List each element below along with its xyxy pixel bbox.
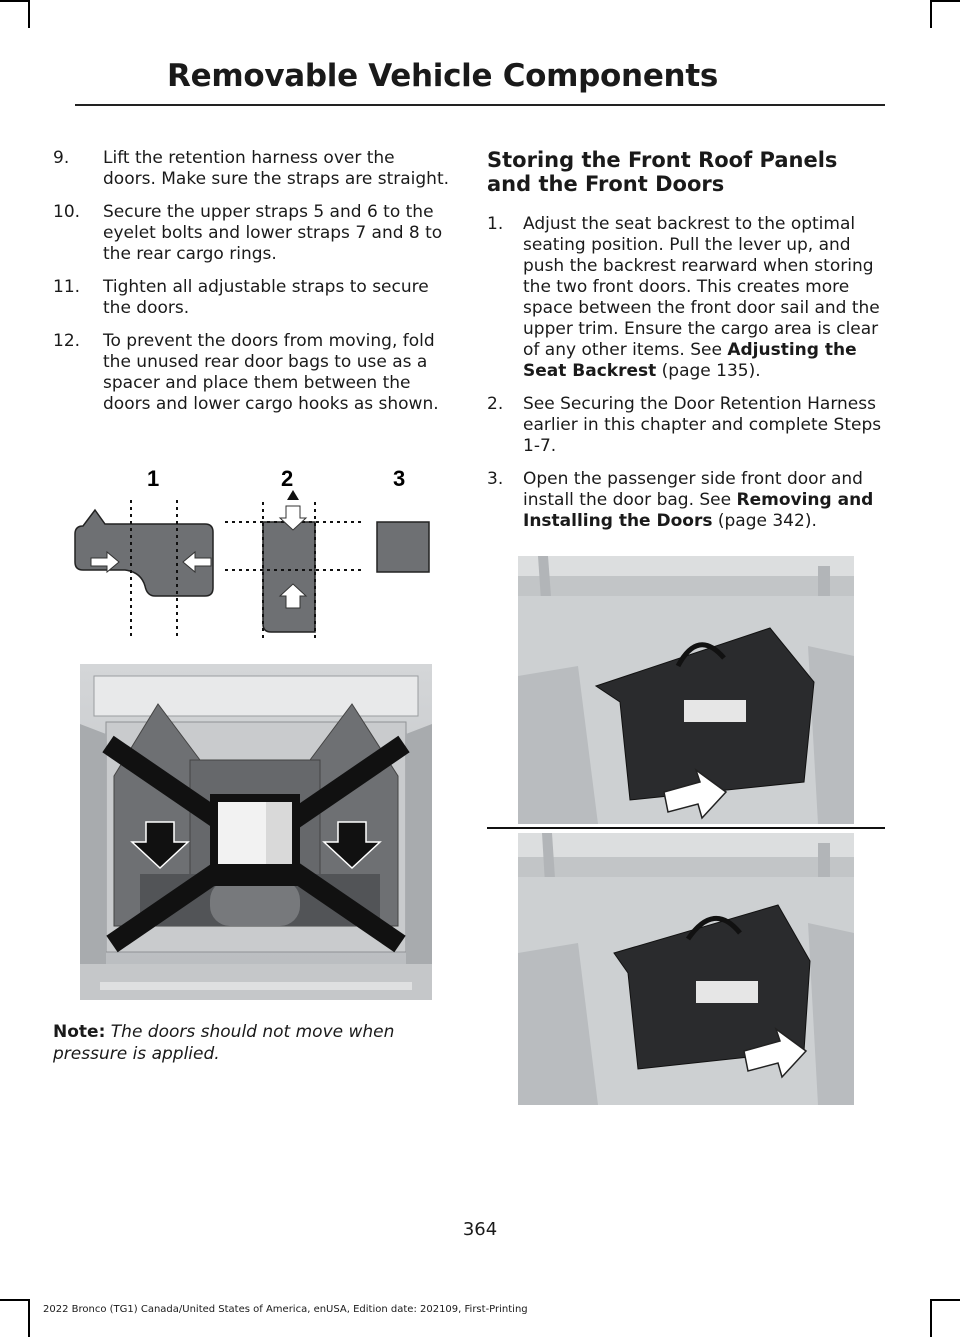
step-text-part: Adjust the seat backrest to the optimal … <box>523 214 880 360</box>
figure-divider <box>487 827 885 829</box>
crop-mark <box>0 0 30 2</box>
fold-arrow-icon <box>278 505 308 531</box>
left-column: 9. Lift the retention harness over the d… <box>53 148 449 427</box>
step-text: See Securing the Door Retention Harness … <box>523 394 882 456</box>
list-item: 11. Tighten all adjustable straps to sec… <box>53 277 449 319</box>
push-arrow-icon <box>743 1027 808 1079</box>
bag-panel-2 <box>262 521 316 633</box>
step-number: 1. <box>487 214 504 234</box>
arrow-up-icon <box>287 490 299 500</box>
step-text: Lift the retention harness over the door… <box>103 148 450 189</box>
door-bag-install-illustration-b <box>518 833 854 1105</box>
cross-reference-link[interactable]: Adjusting the Seat Backrest <box>523 340 857 381</box>
fold-arrow-icon <box>278 583 308 609</box>
fold-arrow-icon <box>182 550 212 574</box>
note-text: The doors should not move when pressure … <box>53 1022 395 1064</box>
arrow-down-icon <box>130 821 190 870</box>
step-text: Adjust the seat backrest to the optimal … <box>523 214 885 382</box>
bag-panel-3 <box>376 521 430 573</box>
door-bag-label <box>684 700 746 722</box>
crop-mark <box>930 1299 932 1337</box>
step-text: Open the passenger side front door and i… <box>523 469 885 532</box>
note-label: Note: <box>53 1022 106 1042</box>
arrow-down-icon <box>322 821 382 870</box>
list-item: 12. To prevent the doors from moving, fo… <box>53 331 449 415</box>
step-number: 2. <box>487 394 504 414</box>
list-item: 10. Secure the upper straps 5 and 6 to t… <box>53 202 449 265</box>
step-text-part: (page 135). <box>656 361 761 381</box>
section-heading: Storing the Front Roof Panels and the Fr… <box>487 148 838 196</box>
step-text-part: Open the passenger side front door and i… <box>523 469 863 510</box>
step-number: 12. <box>53 331 81 351</box>
right-column: Storing the Front Roof Panels and the Fr… <box>487 148 885 544</box>
page-number: 364 <box>462 1219 498 1240</box>
list-item: 3. Open the passenger side front door an… <box>487 469 885 532</box>
step-number: 11. <box>53 277 81 297</box>
list-item: 9. Lift the retention harness over the d… <box>53 148 449 190</box>
crop-mark <box>930 1299 960 1301</box>
step-number: 9. <box>53 148 70 168</box>
list-item: 2. See Securing the Door Retention Harne… <box>487 394 885 457</box>
step-text: Secure the upper straps 5 and 6 to the e… <box>103 202 443 264</box>
page-title: Removable Vehicle Components <box>167 58 718 94</box>
crop-mark <box>930 0 932 28</box>
left-steps-list: 9. Lift the retention harness over the d… <box>53 148 449 415</box>
footer-text: 2022 Bronco (TG1) Canada/United States o… <box>43 1304 528 1315</box>
crop-mark <box>0 1299 30 1301</box>
note-block: Note: The doors should not move when pre… <box>53 1021 449 1065</box>
figure-label-2: 2 <box>281 466 293 491</box>
warning-label <box>218 802 266 864</box>
list-item: 1. Adjust the seat backrest to the optim… <box>487 214 885 382</box>
step-text: Tighten all adjustable straps to secure … <box>103 277 429 318</box>
header-rule <box>75 104 885 106</box>
crop-mark <box>28 0 30 28</box>
door-bag-install-illustration-a <box>518 556 854 824</box>
bag-panel-1 <box>74 508 214 597</box>
crop-mark <box>930 0 960 2</box>
crop-mark <box>28 1299 30 1337</box>
door-bag-fold-diagram: 1 2 3 <box>74 466 430 638</box>
push-arrow-icon <box>663 768 728 820</box>
figure-label-3: 3 <box>393 466 405 491</box>
door-bag-label <box>696 981 758 1003</box>
step-number: 10. <box>53 202 81 222</box>
step-text: To prevent the doors from moving, fold t… <box>103 331 439 414</box>
step-text-part: (page 342). <box>712 511 817 531</box>
cross-reference-link[interactable]: Removing and Installing the Doors <box>523 490 874 531</box>
fold-arrow-icon <box>90 550 120 574</box>
figure-label-1: 1 <box>147 466 159 491</box>
step-number: 3. <box>487 469 504 489</box>
cargo-harness-illustration <box>80 664 432 1000</box>
right-steps-list: 1. Adjust the seat backrest to the optim… <box>487 214 885 532</box>
